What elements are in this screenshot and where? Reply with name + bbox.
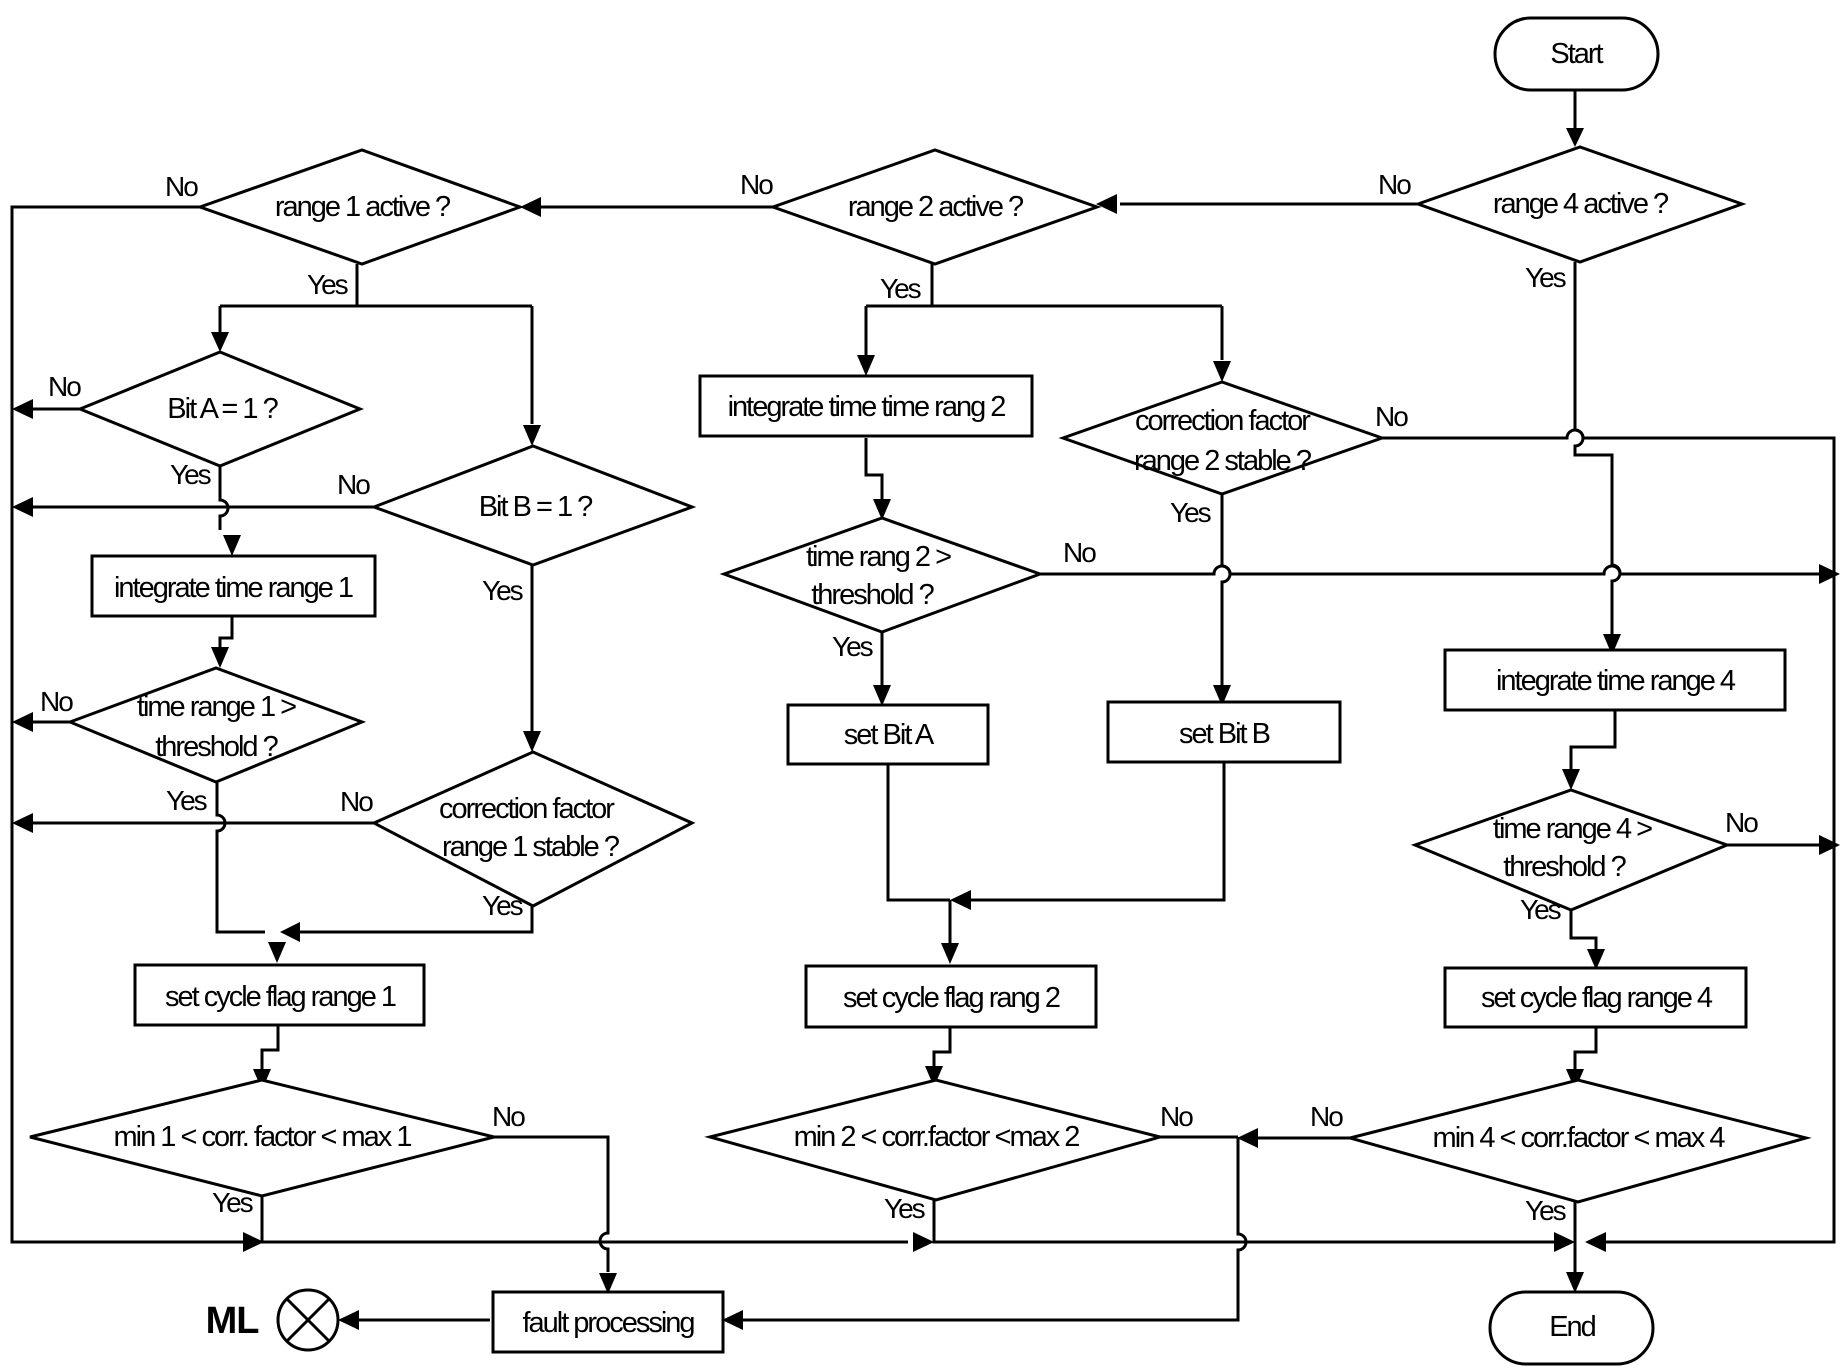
yes-label: Yes: [880, 273, 921, 304]
svg-text:threshold ?: threshold ?: [155, 731, 278, 763]
yes-label: Yes: [307, 269, 348, 300]
svg-text:range 2 stable ?: range 2 stable ?: [1134, 445, 1312, 477]
svg-text:set Bit A: set Bit A: [844, 719, 935, 751]
svg-text:set Bit B: set Bit B: [1179, 718, 1270, 750]
no-label: No: [492, 1101, 525, 1132]
svg-text:time rang 2 >: time rang 2 >: [806, 541, 951, 573]
yes-label: Yes: [1525, 1195, 1566, 1226]
svg-text:integrate time range 4: integrate time range 4: [1496, 665, 1736, 697]
svg-text:Bit B = 1 ?: Bit B = 1 ?: [479, 491, 593, 523]
yes-label: Yes: [1170, 497, 1211, 528]
yes-label: Yes: [482, 890, 523, 921]
svg-text:correction factor: correction factor: [1135, 405, 1311, 437]
svg-text:range 4 active ?: range 4 active ?: [1493, 188, 1669, 220]
svg-text:set cycle flag range 1: set cycle flag range 1: [165, 981, 396, 1013]
range-4-active-decision: [1413, 145, 1747, 264]
no-label: No: [1378, 169, 1411, 200]
yes-label: Yes: [170, 459, 211, 490]
svg-text:set cycle flag rang 2: set cycle flag rang 2: [843, 982, 1060, 1014]
svg-text:min 2 < corr.factor <max 2: min 2 < corr.factor <max 2: [794, 1121, 1080, 1153]
ml-label: ML: [206, 1300, 260, 1342]
start-terminal: [1493, 16, 1660, 92]
svg-text:integrate time time rang 2: integrate time time rang 2: [728, 391, 1006, 423]
integrate-range-1-box: [90, 554, 377, 618]
cycle-flag-range-4-box: [1443, 966, 1748, 1029]
correction-range-2-decision: [1058, 380, 1387, 496]
no-label: No: [1160, 1101, 1193, 1132]
arrow-heads: [12, 128, 1840, 1330]
yes-label: Yes: [832, 631, 873, 662]
svg-text:time range 1 >: time range 1 >: [137, 691, 296, 723]
svg-text:threshold ?: threshold ?: [1503, 851, 1626, 883]
svg-text:range 2 active ?: range 2 active ?: [848, 191, 1024, 223]
connector-lines: [10, 90, 1836, 1322]
start-label: Start: [1550, 38, 1603, 70]
svg-text:range 1 active ?: range 1 active ?: [275, 191, 451, 223]
set-bit-b-box: [1106, 700, 1342, 764]
no-label: No: [1375, 401, 1408, 432]
no-label: No: [340, 786, 373, 817]
yes-label: Yes: [482, 575, 523, 606]
svg-text:correction factor: correction factor: [439, 793, 615, 825]
svg-text:range 1 stable ?: range 1 stable ?: [442, 831, 620, 863]
time-range-4-decision: [1410, 788, 1732, 912]
correction-range-1-decision: [370, 750, 696, 908]
yes-label: Yes: [884, 1193, 925, 1224]
yes-label: Yes: [1520, 894, 1561, 925]
bit-a-decision: [76, 350, 364, 468]
no-label: No: [1063, 537, 1096, 568]
svg-text:integrate time range 1: integrate time range 1: [114, 572, 353, 604]
time-range-1-decision: [65, 666, 367, 784]
end-label: End: [1549, 1311, 1595, 1343]
svg-text:min 4 < corr.factor < max 4: min 4 < corr.factor < max 4: [1433, 1122, 1726, 1154]
yes-label: Yes: [166, 785, 207, 816]
set-bit-a-box: [786, 703, 990, 766]
svg-text:Bit A = 1 ?: Bit A = 1 ?: [167, 393, 278, 425]
time-range-2-decision: [719, 516, 1045, 634]
svg-text:threshold ?: threshold ?: [811, 579, 934, 611]
minmax-range-1-decision: [29, 1078, 495, 1198]
bit-b-decision: [369, 444, 697, 567]
no-label: No: [1310, 1101, 1343, 1132]
svg-text:set cycle flag range 4: set cycle flag range 4: [1481, 982, 1713, 1014]
integrate-range-2-box: [698, 374, 1034, 438]
cycle-flag-range-2-box: [804, 964, 1098, 1029]
cycle-flag-range-1-box: [133, 963, 426, 1027]
fault-processing-box: [491, 1290, 725, 1354]
svg-text:min 1 < corr. factor < max 1: min 1 < corr. factor < max 1: [114, 1121, 412, 1153]
yes-label: Yes: [212, 1187, 253, 1218]
integrate-range-4-box: [1443, 648, 1787, 712]
no-label: No: [1725, 807, 1758, 838]
svg-text:fault processing: fault processing: [522, 1307, 694, 1339]
no-label: No: [337, 469, 370, 500]
minmax-range-2-decision: [704, 1078, 1166, 1202]
minmax-range-4-decision: [1344, 1078, 1812, 1204]
range-1-active-decision: [195, 148, 525, 266]
svg-text:time range 4 >: time range 4 >: [1493, 813, 1652, 845]
no-label: No: [48, 371, 81, 402]
no-label: No: [40, 686, 73, 717]
range-2-active-decision: [768, 148, 1102, 266]
branch-labels: No Yes No Yes No Yes No Yes No Yes No Ye…: [40, 169, 1760, 1226]
no-label: No: [165, 171, 198, 202]
end-terminal: [1488, 1290, 1655, 1366]
yes-label: Yes: [1525, 262, 1566, 293]
no-label: No: [740, 169, 773, 200]
